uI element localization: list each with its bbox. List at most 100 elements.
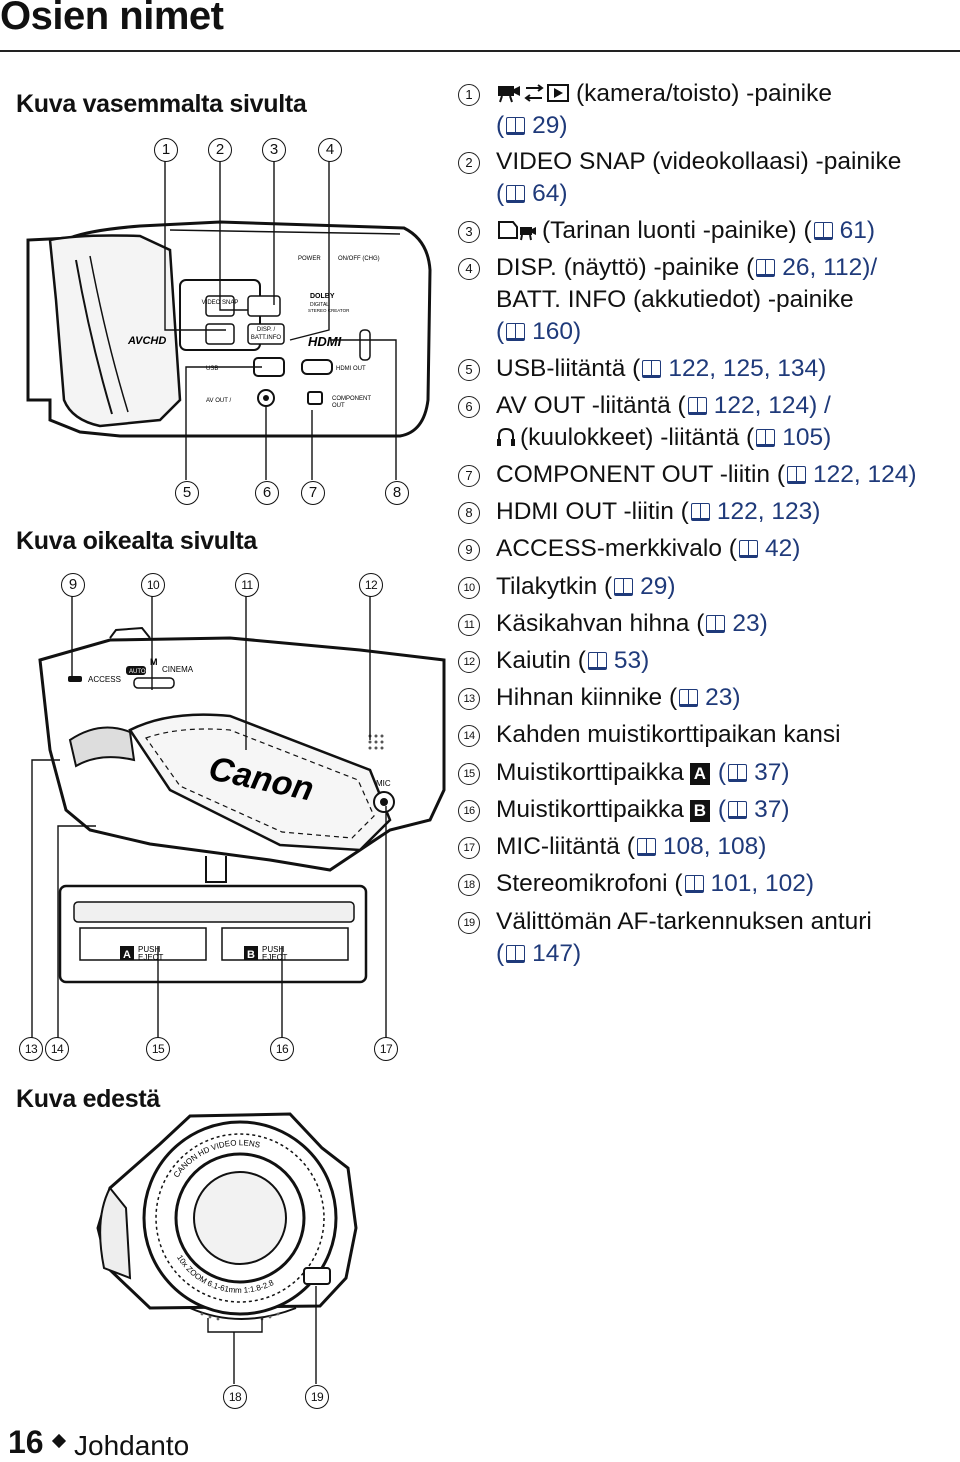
component-label-2: OUT <box>332 403 345 409</box>
legend-page-ref[interactable]: 23) <box>732 610 768 637</box>
book-reference-icon <box>787 466 807 484</box>
push-label-b: PUSH <box>262 945 284 954</box>
book-reference-icon <box>756 259 776 277</box>
book-reference-icon <box>684 875 705 893</box>
power-label: POWER <box>298 256 321 262</box>
callout-7: 7 <box>301 481 325 505</box>
callout-18: 18 <box>223 1385 247 1409</box>
callout-6: 6 <box>255 481 279 505</box>
push-label-a: PUSH <box>138 945 160 954</box>
legend-number: 15 <box>458 763 480 785</box>
legend-text-line: (kuulokkeet) -liitäntä ( <box>520 424 755 451</box>
legend-number: 11 <box>458 614 480 636</box>
legend-page-ref[interactable]: 147) <box>532 940 582 967</box>
callout-2: 2 <box>208 138 232 162</box>
headphones-icon <box>497 427 515 446</box>
legend-number: 10 <box>458 577 480 599</box>
front-camera-illustration: CANON HD VIDEO LENS 10x ZOOM 6.1-61mm 1:… <box>96 1112 358 1321</box>
component-label-1: COMPONENT <box>332 396 371 402</box>
legend-number: 9 <box>458 539 480 561</box>
callout-4: 4 <box>318 138 342 162</box>
legend-page-ref[interactable]: 108, 108) <box>662 833 767 860</box>
legend-number: 8 <box>458 502 480 524</box>
book-reference-icon <box>813 222 834 240</box>
legend-page-ref[interactable]: 64) <box>532 180 568 207</box>
legend-text-line: DISP. (näyttö) -painike ( <box>496 254 755 281</box>
book-reference-icon <box>636 838 657 856</box>
legend-item-7: 7 COMPONENT OUT -liitin (122, 124) <box>458 459 958 491</box>
disp-label-2: BATT.INFO <box>251 335 282 341</box>
legend-text-line: (kamera/toisto) -painike <box>576 80 832 107</box>
callout-3: 3 <box>262 138 286 162</box>
legend-page-ref[interactable]: 105) <box>782 424 832 451</box>
legend-text-line: Kaiutin ( <box>496 647 586 674</box>
legend-number: 18 <box>458 874 480 896</box>
av-out-label: AV OUT / <box>206 398 231 404</box>
avchd-logo: AVCHD <box>127 335 166 347</box>
book-reference-icon <box>587 652 608 670</box>
title-rule <box>0 50 960 52</box>
on-off-label: ON/OFF (CHG) <box>338 256 380 262</box>
legend-number: 6 <box>458 396 480 418</box>
legend-page-ref[interactable]: 37) <box>754 759 790 786</box>
legend-text-line: Hihnan kiinnike ( <box>496 684 678 711</box>
legend-page-ref[interactable]: 29) <box>532 112 568 139</box>
book-reference-icon <box>506 185 526 203</box>
book-reference-icon <box>738 540 759 558</box>
legend-page-ref[interactable]: 42) <box>764 535 801 562</box>
legend-page-ref[interactable]: 160) <box>532 318 582 345</box>
legend-item-18: 18 Stereomikrofoni (101, 102) <box>458 868 958 900</box>
eject-label-b: EJECT <box>262 953 287 962</box>
legend-number: 4 <box>458 258 480 280</box>
legend-text-line: USB-liitäntä ( <box>496 355 641 382</box>
legend-text-line: VIDEO SNAP (videokollaasi) -painike <box>496 148 902 175</box>
front-leader-lines <box>207 1286 317 1384</box>
legend-number: 13 <box>458 688 480 710</box>
callout-11: 11 <box>235 573 259 597</box>
callout-16: 16 <box>270 1037 294 1061</box>
slot-b-badge: B <box>247 949 255 961</box>
legend-page-ref[interactable]: 122, 124) / <box>713 392 831 419</box>
book-reference-icon <box>756 429 776 447</box>
legend-item-5: 5 USB-liitäntä (122, 125, 134) <box>458 353 958 385</box>
page-number: 16 <box>8 1424 44 1460</box>
legend-item-13: 13 Hihnan kiinnike ( 23) <box>458 682 958 714</box>
legend-page-ref[interactable]: 122, 123) <box>716 498 821 525</box>
legend-page-ref[interactable]: 101, 102) <box>710 870 815 897</box>
legend-page-ref[interactable]: 53) <box>613 647 650 674</box>
legend-text-line: MIC-liitäntä ( <box>496 833 635 860</box>
legend-page-ref[interactable]: 122, 125, 134) <box>668 355 827 382</box>
book-reference-icon <box>706 615 726 633</box>
legend-item-12: 12 Kaiutin (53) <box>458 645 958 677</box>
legend-text-line: AV OUT -liitäntä ( <box>496 392 686 419</box>
legend-item-2: 2 VIDEO SNAP (videokollaasi) -painike (6… <box>458 146 958 210</box>
legend-item-14: 14 Kahden muistikorttipaikan kansi <box>458 719 958 751</box>
legend-page-ref[interactable]: 61) <box>839 217 876 244</box>
legend-number: 3 <box>458 221 480 243</box>
callout-13: 13 <box>19 1037 43 1061</box>
dolby-digital-label: DIGITAL <box>310 302 329 308</box>
slot-a-badge: A <box>689 763 710 785</box>
book-reference-icon <box>728 801 748 819</box>
legend-page-ref[interactable]: 37) <box>754 796 790 823</box>
footer-diamond-icon <box>51 1433 67 1449</box>
legend-number: 7 <box>458 465 480 487</box>
legend-page-ref[interactable]: 29) <box>640 573 676 600</box>
legend-page-ref[interactable]: 26, 112)/ <box>782 254 878 281</box>
callout-8: 8 <box>385 481 409 505</box>
book-reference-icon <box>679 689 699 707</box>
legend-text-line: Välittömän AF-tarkennuksen anturi <box>496 908 872 935</box>
callout-14: 14 <box>45 1037 69 1061</box>
chapter-name: Johdanto <box>74 1430 190 1461</box>
legend-page-ref[interactable]: 122, 124) <box>813 461 917 488</box>
callout-5: 5 <box>175 481 199 505</box>
mic-label: MIC <box>376 779 391 788</box>
heading-front: Kuva edestä <box>16 1085 160 1113</box>
legend-item-10: 10 Tilakytkin (29) <box>458 571 958 603</box>
legend-page-ref[interactable]: 23) <box>705 684 741 711</box>
callout-1: 1 <box>154 138 178 162</box>
auto-label: AUTO <box>129 669 146 675</box>
dolby-logo: DOLBY <box>310 293 335 300</box>
